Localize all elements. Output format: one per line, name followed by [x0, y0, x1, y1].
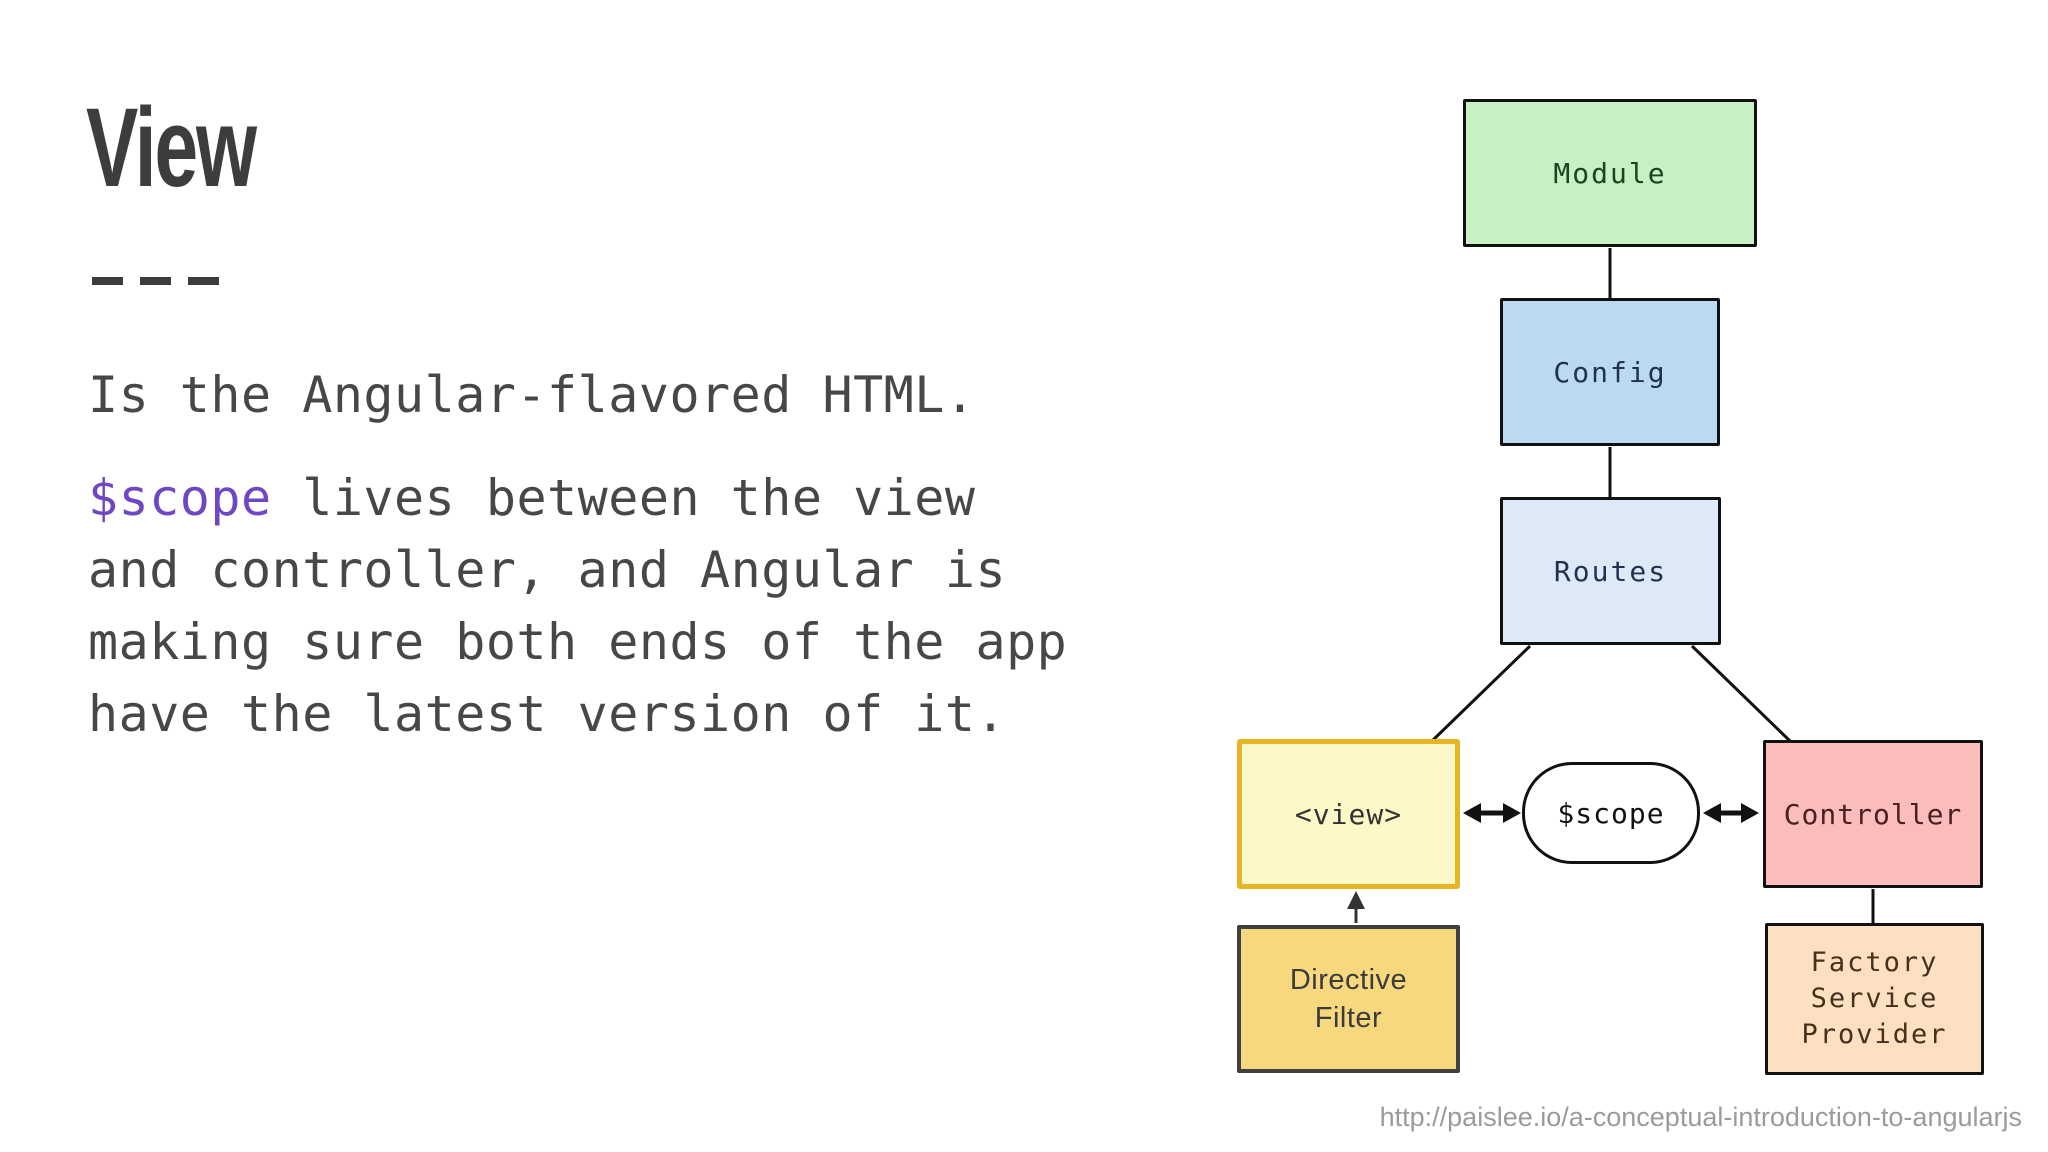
diagram-node-routes: Routes	[1500, 497, 1721, 645]
paragraph-line-3: making sure both ends of the app	[88, 613, 1068, 671]
page-title: View	[86, 85, 257, 210]
node-label: <view>	[1294, 797, 1403, 831]
divider-dash	[188, 277, 219, 285]
node-label: Module	[1553, 156, 1667, 190]
diagram-node-controller: Controller	[1763, 740, 1983, 888]
connector-routes-controller	[1690, 644, 1792, 743]
node-label-line: Filter	[1314, 1002, 1383, 1034]
diagram-node-scope: $scope	[1522, 762, 1700, 864]
paragraph-line-2: and controller, and Angular is	[88, 541, 1007, 599]
node-label: Controller	[1783, 797, 1963, 831]
diagram-node-directive-filter: Directive Filter	[1237, 925, 1460, 1073]
paragraph-line-1-rest: lives between the view	[271, 469, 976, 527]
node-label: Routes	[1553, 554, 1668, 588]
arrow-view-scope	[1463, 803, 1521, 823]
paragraph-line-1: $scope lives between the view	[88, 462, 1067, 534]
connector-routes-view	[1431, 644, 1532, 742]
intro-text: Is the Angular-flavored HTML.	[88, 366, 976, 424]
divider-dash	[140, 277, 171, 285]
diagram-node-config: Config	[1500, 298, 1720, 446]
divider-dash	[92, 277, 123, 285]
arrow-scope-controller	[1703, 803, 1759, 823]
diagram-node-module: Module	[1463, 99, 1757, 247]
scope-paragraph: $scope lives between the view and contro…	[88, 462, 1067, 750]
node-label-line: Directive	[1289, 964, 1408, 996]
scope-keyword: $scope	[88, 469, 272, 527]
node-label: $scope	[1557, 796, 1665, 830]
node-label-line: Service	[1810, 983, 1939, 1014]
source-url: http://paislee.io/a-conceptual-introduct…	[1379, 1102, 2022, 1132]
arrow-directive-view	[1347, 891, 1365, 923]
title-divider	[92, 277, 219, 285]
node-label-line: Factory	[1810, 947, 1939, 978]
node-label-line: Provider	[1801, 1019, 1948, 1050]
diagram-node-factory-service-provider: Factory Service Provider	[1765, 923, 1984, 1075]
node-label: Config	[1553, 355, 1667, 389]
diagram-node-view: <view>	[1237, 739, 1460, 889]
paragraph-line-4: have the latest version of it.	[88, 685, 1007, 743]
